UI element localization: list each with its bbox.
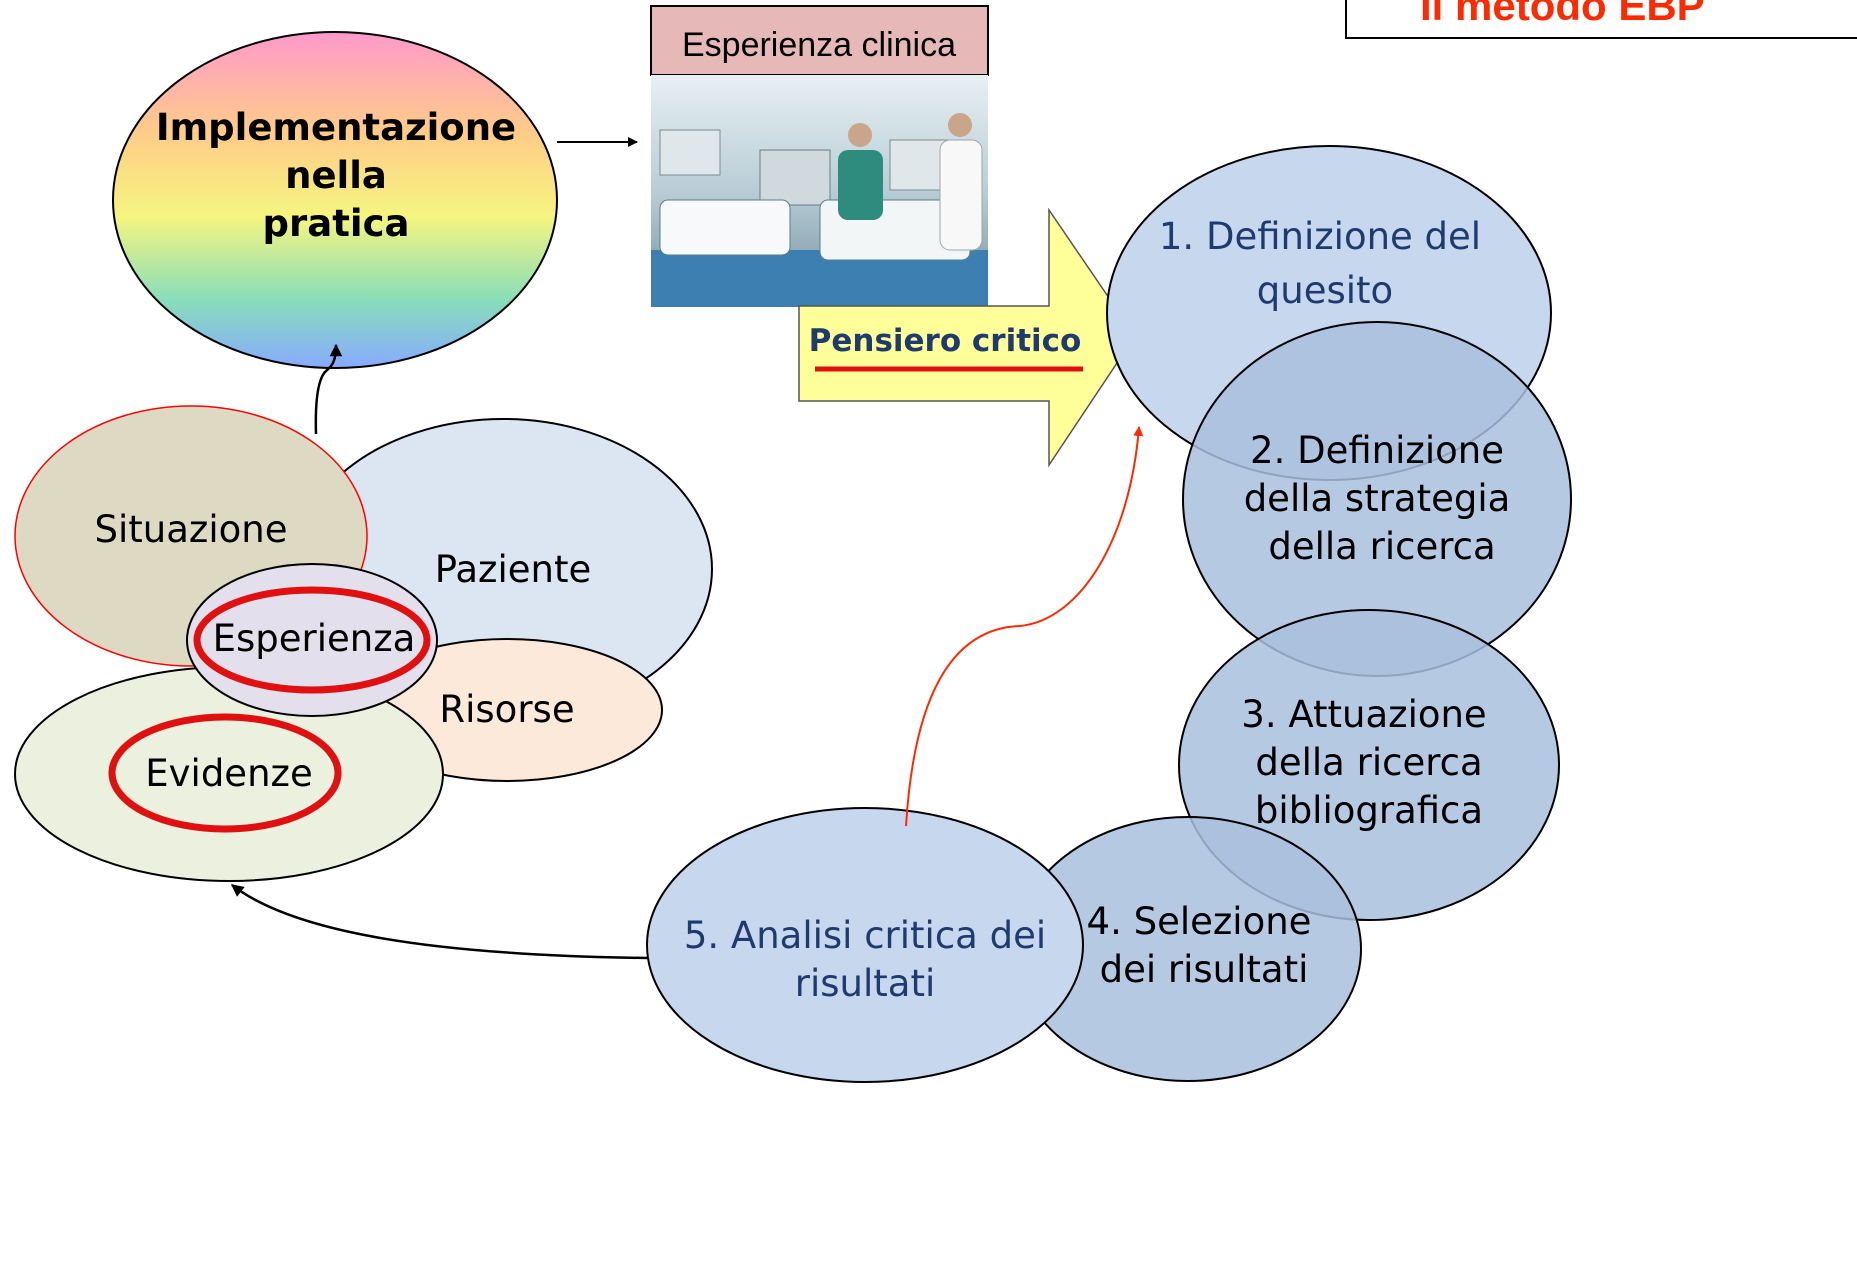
situazione-label: Situazione [95,508,288,551]
photo-monitor-center [759,149,831,206]
hospital-photo [651,75,988,307]
analysis-to-evidence-arrow [231,884,649,960]
critical-thinking-arrow: Pensiero critico [798,207,1136,468]
photo-nurse-uniform [939,139,983,251]
yellow-arrow-shape [798,207,1136,468]
implementation-label-3: pratica [263,202,410,245]
photo-bed-left [659,199,791,256]
step-2-label-1: 2. Definizione [1250,429,1504,472]
step-5-label-2: risultati [795,962,935,1005]
step-2-label-3: della ricerca [1268,525,1495,568]
esperienza-highlight-ring [193,586,431,694]
photo-doctor-scrubs [838,150,883,220]
implementation-node: Implementazione nella pratica [112,31,558,369]
photo-doctor-head [848,123,872,147]
step-3-label-2: della ricerca [1255,741,1482,784]
evidenze-highlight-ring [108,713,342,833]
clinical-experience-box: Esperienza clinica [650,5,989,76]
step-2-label-2: della strategia [1244,477,1511,520]
paziente-label: Paziente [435,548,592,591]
implementation-label-2: nella [285,154,387,197]
implementation-ellipse [112,31,558,369]
implementation-label-1: Implementazione [156,106,516,149]
factor-cluster: Situazione Paziente Esperienza Risorse E… [14,405,713,882]
step-1-label-1: 1. Definizione del [1159,215,1481,258]
step-4-label-1: 4. Selezione [1087,900,1312,943]
analysis-to-question-arrow [905,426,1144,827]
step-1-label-2: quesito [1257,269,1393,312]
step-4-label-2: dei risultati [1100,948,1309,991]
photo-caption-box [650,5,989,76]
cluster-to-implementation-arrow [314,343,343,435]
step-3-label-3: bibliografica [1255,789,1483,832]
step-5-label-1: 5. Analisi critica dei [684,914,1046,957]
photo-nurse-head [948,113,972,137]
critical-thinking-label: Pensiero critico [809,323,1082,359]
step-3-label-1: 3. Attuazione [1241,693,1486,736]
step-5-ellipse [646,807,1084,1083]
esperienza-ellipse [186,563,438,717]
steps-cycle: 1. Definizione del quesito 2. Definizion… [646,145,1572,1083]
evidenze-label: Evidenze [145,752,312,795]
title-box: Il metodo EBP [1345,0,1857,39]
esperienza-label: Esperienza [213,617,416,660]
risorse-label: Risorse [439,688,574,731]
photo-caption: Esperienza clinica [682,26,956,64]
photo-monitor-left [659,129,721,176]
title-frame [1345,0,1857,39]
title-text: Il metodo EBP [1420,0,1705,29]
